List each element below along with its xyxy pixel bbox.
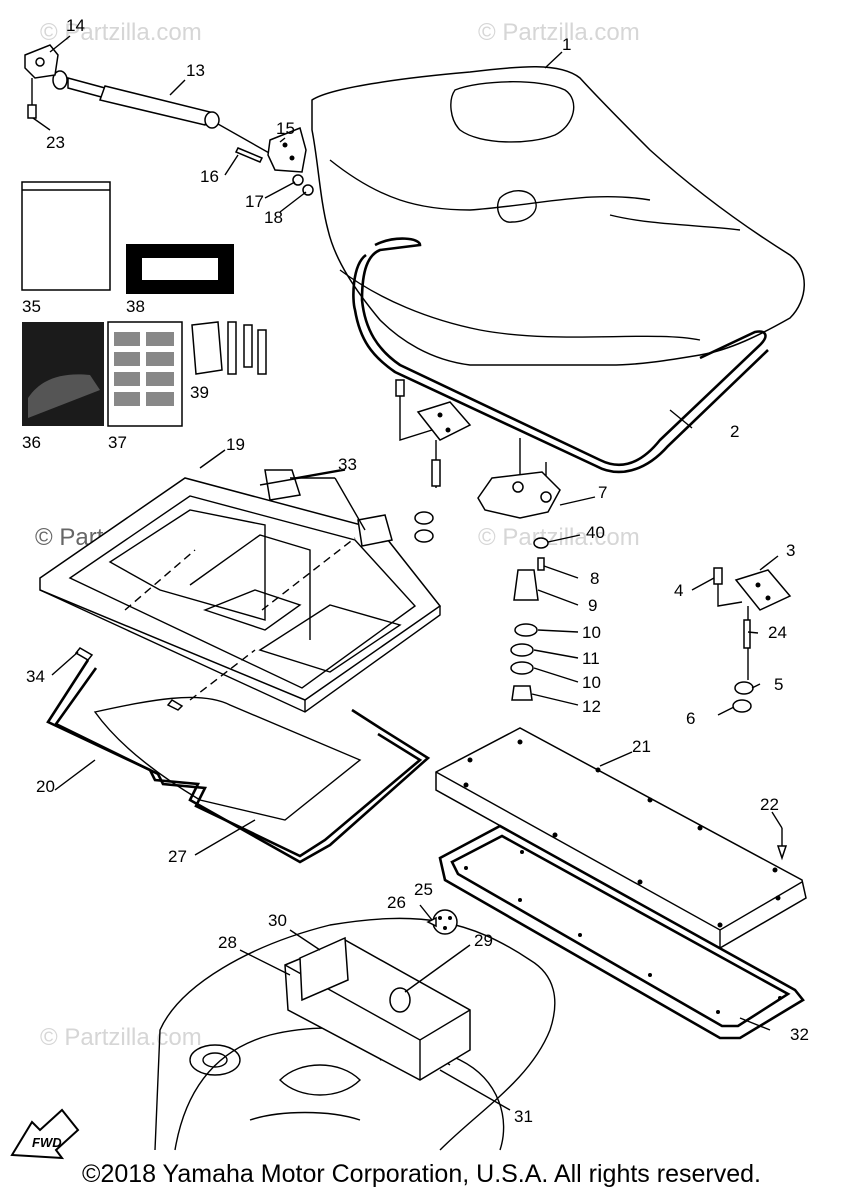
callout-9: 9 <box>588 596 597 615</box>
callout-3: 3 <box>786 541 795 560</box>
seat-part-1 <box>311 65 805 366</box>
gas-stay-part-13 <box>52 70 279 159</box>
callout-14: 14 <box>66 16 85 35</box>
lid-part-21 <box>435 727 807 949</box>
bag-part-35 <box>21 181 111 291</box>
callout-30: 30 <box>268 911 287 930</box>
seat-gasket-part-2 <box>352 237 769 474</box>
watermark: © Partzilla.com <box>478 19 640 46</box>
callout-7: 7 <box>598 483 607 502</box>
callout-labels: 1 2 3 4 5 6 7 8 9 10 11 10 12 13 14 15 1… <box>22 16 809 1126</box>
hinge-left <box>395 379 472 543</box>
callout-10: 10 <box>582 623 601 642</box>
callout-13: 13 <box>186 61 205 80</box>
watermark: © Partzilla.com <box>478 524 640 551</box>
fwd-label: FWD <box>32 1135 62 1150</box>
callout-39: 39 <box>190 383 209 402</box>
gasket-part-32 <box>438 824 805 1040</box>
callout-5: 5 <box>774 675 783 694</box>
fwd-arrow-icon: FWD <box>10 1108 80 1160</box>
callout-1: 1 <box>562 35 571 54</box>
watermark: © Partzilla.com <box>40 19 202 46</box>
panel-part-30 <box>299 936 349 1002</box>
callout-24: 24 <box>768 623 787 642</box>
cap-part-29 <box>389 987 411 1013</box>
callout-10b: 10 <box>582 673 601 692</box>
callout-31: 31 <box>514 1107 533 1126</box>
copyright-notice: ©2018 Yamaha Motor Corporation, U.S.A. A… <box>82 1160 761 1188</box>
leader-lines <box>32 35 783 1111</box>
watermark: © Partzilla.com <box>40 1024 202 1051</box>
callout-11: 11 <box>582 649 600 668</box>
hull-assembly <box>154 909 556 1151</box>
callout-33: 33 <box>338 455 357 474</box>
callout-17: 17 <box>245 192 264 211</box>
callout-35: 35 <box>22 297 41 316</box>
callout-2: 2 <box>730 422 739 441</box>
callout-37: 37 <box>108 433 127 452</box>
callout-16: 16 <box>200 167 219 186</box>
callout-40: 40 <box>586 523 605 542</box>
callout-12: 12 <box>582 697 601 716</box>
bracket-part-14 <box>24 44 59 119</box>
callout-22: 22 <box>760 795 779 814</box>
callout-26: 26 <box>387 893 406 912</box>
callout-29: 29 <box>474 931 493 950</box>
mat-part-20 <box>46 647 431 864</box>
bracket-part-15 <box>234 126 314 196</box>
watermark-layer: © Partzilla.com © Partzilla.com © Partzi… <box>35 19 640 1051</box>
callout-32: 32 <box>790 1025 809 1044</box>
storage-tray-part-19 <box>39 469 442 713</box>
callout-19: 19 <box>226 435 245 454</box>
callout-4: 4 <box>674 581 683 600</box>
callout-23: 23 <box>46 133 65 152</box>
hinge-right <box>713 567 792 713</box>
bumper-part-33 <box>264 469 301 501</box>
literature-parts <box>21 181 267 427</box>
callout-15: 15 <box>276 119 295 138</box>
callout-20: 20 <box>36 777 55 796</box>
callout-27: 27 <box>168 847 187 866</box>
callout-6: 6 <box>686 709 695 728</box>
latch-assembly <box>477 438 561 701</box>
screw-part-34 <box>74 647 94 661</box>
callout-28: 28 <box>218 933 237 952</box>
callout-18: 18 <box>264 208 283 227</box>
callout-36: 36 <box>22 433 41 452</box>
tool-kit-part-39 <box>191 321 267 375</box>
callout-38: 38 <box>126 297 145 316</box>
callout-34: 34 <box>26 667 45 686</box>
callout-21: 21 <box>632 737 651 756</box>
callout-25: 25 <box>414 880 433 899</box>
callout-8: 8 <box>590 569 599 588</box>
